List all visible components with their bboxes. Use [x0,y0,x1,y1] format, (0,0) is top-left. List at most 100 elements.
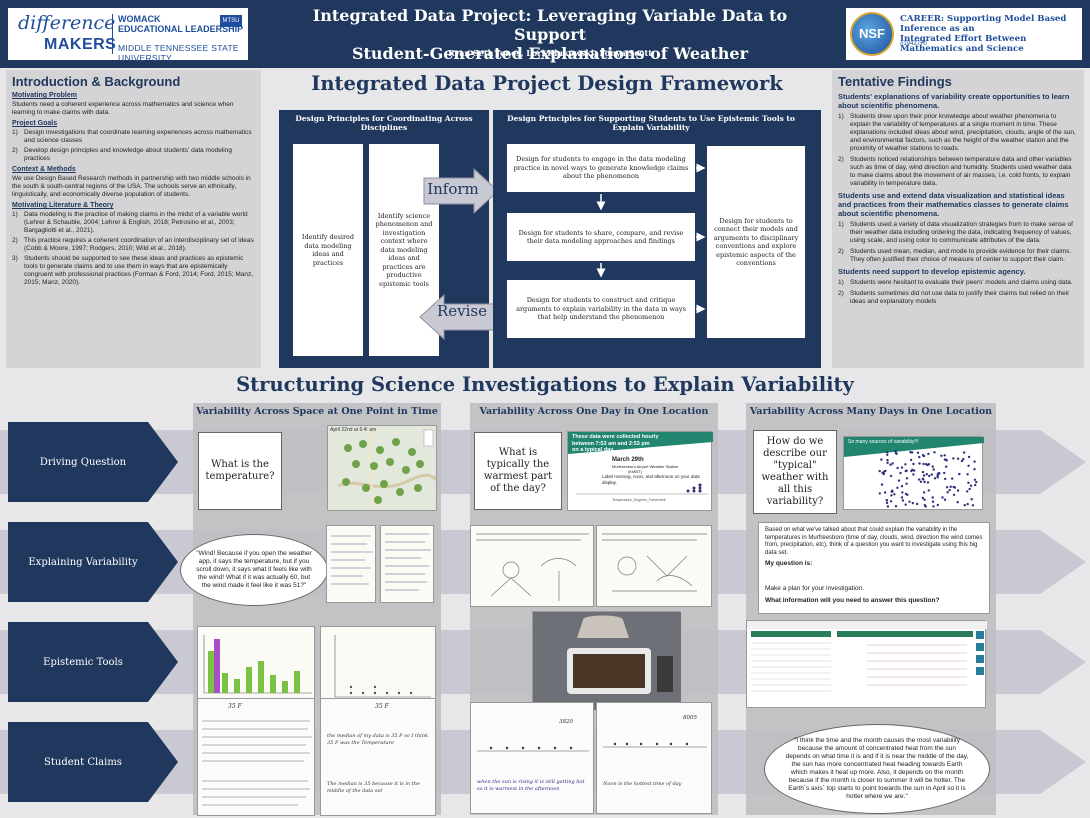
poster-title-line1: Integrated Data Project: Leveraging Vari… [312,6,788,44]
scatter-dot [901,491,904,494]
claim-temperature-1: 35 F [228,703,242,710]
scatter-dot [968,487,971,491]
scatter-dot [967,481,970,484]
scatter-dot [893,493,896,496]
list-text: Students noticed relationships between t… [850,156,1072,187]
student-bar-chart-image [197,626,315,704]
findings-heading-1: Students' explanations of variability cr… [838,92,1070,110]
claim-worksheet-2: 35 F the median of my data is 35 F so I … [320,698,436,816]
scatter-dot [911,501,914,505]
difference-makers-logo: difference MAKERS WOMACK EDUCATIONAL LEA… [8,8,248,63]
findings-heading-2: Students use and extend data visualizati… [838,191,1069,218]
scatter-dot [966,502,969,506]
scatter-dot [940,454,943,457]
scatter-dot [905,477,909,480]
context-heading: Context & Methods [12,166,76,173]
scatter-dot [963,504,966,507]
scatter-dot [974,483,977,487]
nsf-grant-line2: Integrated Effort Between Mathematics an… [900,34,1027,54]
handwritten-notes-image-1 [326,525,376,603]
nsf-grant-line1: CAREER: Supporting Model Based Inference… [900,14,1067,34]
scatter-dot [908,500,911,503]
logo-makers-text: MAKERS [44,36,117,53]
list-number: 1) [12,129,18,136]
scatter-dot [918,478,921,481]
hourly-data-image: These data were collected hourly between… [567,431,713,511]
list-number: 2) [838,248,844,255]
list-item: 1)Students drew upon their prior knowled… [838,113,1078,153]
scatter-dot [923,498,926,501]
scatter-dot [894,449,897,453]
scatter-dot [904,503,907,506]
scatter-dot [943,498,947,501]
scatter-dot [973,478,977,481]
handwriting-lines-icon [202,720,312,806]
scatter-dot [967,455,971,459]
intro-panel: Introduction & Background Motivating Pro… [6,70,261,368]
scatter-dot [886,451,889,454]
scatter-dot [891,489,894,492]
scatter-dot [894,451,898,455]
scatter-dot [937,471,941,475]
scatter-dot [909,458,913,462]
claim-temperature-2: 35 F [375,703,389,710]
scribble-lines-icon [331,535,373,585]
scatter-dot [975,480,978,484]
scatter-dot [921,477,924,480]
logo-difference-text: difference [18,12,116,34]
scatter-dot [921,496,925,500]
investigation-plan-worksheet: Based on what we've talked about that co… [758,522,990,614]
scatter-dot [878,492,881,495]
claim-worksheet-4: 8005 Noon is the hottest time of day [596,702,712,814]
scatter-dot [943,471,946,475]
logo-womack-line1: WOMACK [118,14,161,24]
scatter-dot [952,457,955,460]
list-text: This practice requires a coherent coordi… [24,237,254,252]
plan-prompt-text: Based on what we've talked about that co… [765,527,983,556]
design-share-box: Design for students to share, compare, a… [507,213,695,261]
scatter-dot [924,505,927,508]
claim-handwriting-2: The median is 35 because it is in the mi… [327,781,420,794]
findings-list-3: 1)Students were hesitant to evaluate the… [838,279,1078,306]
hourly-banner-shape [568,432,713,454]
scatter-dot [880,458,883,461]
scatter-dot [900,485,904,488]
scatter-dot [889,474,893,478]
scatter-dot [922,462,925,466]
list-number: 2) [12,237,18,244]
scatter-dot [923,480,926,484]
scatter-dot [918,462,921,465]
scatter-dot [897,479,901,482]
student-drawing-image-2 [596,525,712,607]
data-table-icon [747,621,987,692]
scatter-dot [971,504,975,507]
list-number: 1) [838,279,844,286]
row-label-student-claims: Student Claims [44,756,122,768]
project-goals-list: 1)Design investigations that coordinate … [12,129,255,163]
claim-number-2: 8005 [683,715,697,721]
list-item: 2)Students used mean, median, and mode t… [838,248,1078,264]
framework-right-panel: Design Principles for Supporting Student… [493,110,821,368]
identify-data-box: Identify desired data modeling ideas and… [293,144,363,356]
literature-list: 1)Data modeling is the practice of makin… [12,211,255,287]
scatter-dot [926,481,930,484]
day-station-code: (KMBT) [628,469,642,474]
scatter-dot [880,483,884,486]
scatter-dot [966,473,969,476]
list-text: Students drew upon their prior knowledge… [850,113,1076,152]
scatter-dot [945,486,949,489]
logo-womack-line2: EDUCATIONAL LEADERSHIP [118,24,244,34]
dot-timeline-icon [477,746,589,752]
scatter-dot [896,466,899,470]
many-banner-text: So many sources of variability!!! [848,439,919,445]
list-number: 1) [838,221,844,228]
list-number: 3) [12,255,18,262]
scatter-dot [885,499,888,502]
claim-worksheet-3: 3820 when the sun is rising it is still … [470,702,594,814]
list-text: Students used a variety of data visualiz… [850,221,1073,244]
banner-line2: between 7:53 am and 2:53 pm [572,440,650,447]
scatter-dot [912,473,915,476]
scatter-dot [945,459,948,462]
question-temperature: What is the temperature? [198,432,282,510]
scatter-dot [891,462,894,465]
